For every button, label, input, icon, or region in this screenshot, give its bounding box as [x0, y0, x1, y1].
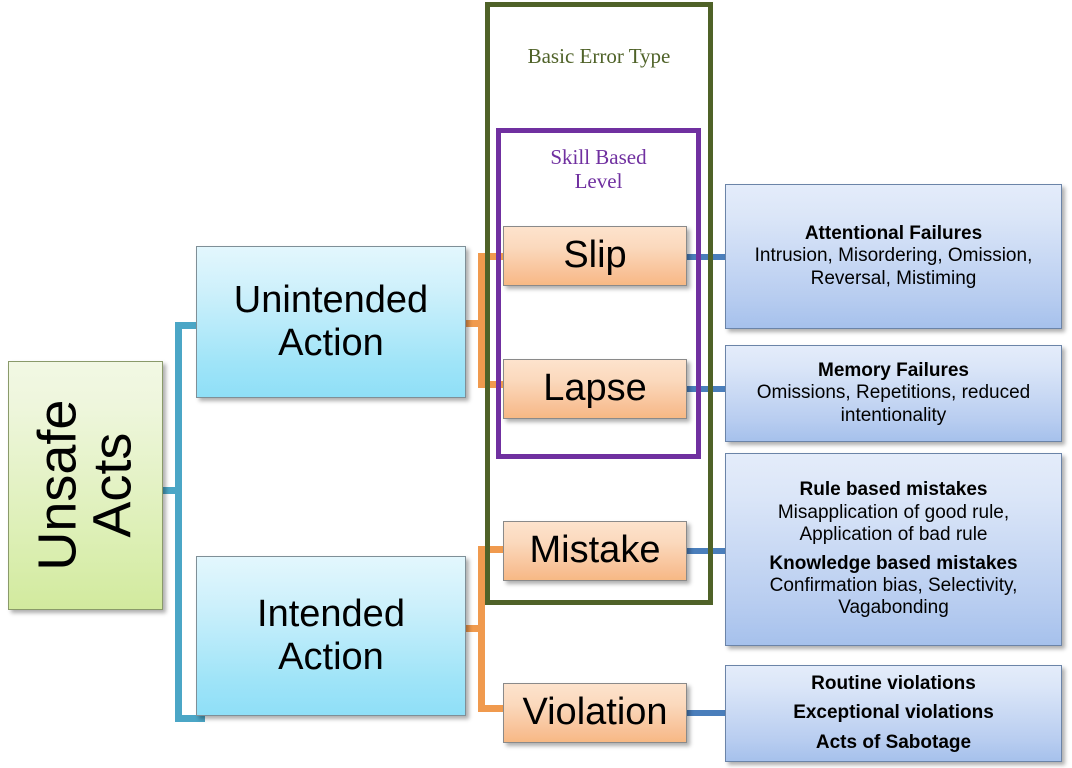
- connector-slip-to-attentional: [684, 254, 726, 260]
- node-memory-failures[interactable]: Memory Failures Omissions, Repetitions, …: [725, 345, 1062, 442]
- node-mistake-details[interactable]: Rule based mistakes Misapplication of go…: [725, 453, 1062, 646]
- detail-line: Routine violations: [811, 672, 976, 694]
- connector-root-to-intended: [175, 715, 205, 722]
- connector-intended-stem: [462, 625, 484, 632]
- detail-heading: Knowledge based mistakes: [769, 552, 1018, 574]
- node-unintended-action[interactable]: Unintended Action: [196, 246, 466, 398]
- detail-body: Omissions, Repetitions, reduced intentio…: [756, 382, 1031, 426]
- frame-skill-based-level-label: Skill Based Level: [550, 145, 647, 194]
- connector-root-stem: [160, 487, 182, 494]
- frame-skill-based-level: [496, 128, 701, 459]
- detail-heading: Attentional Failures: [804, 222, 983, 244]
- node-unsafe-acts-label: Unsafe Acts: [27, 399, 143, 572]
- node-violation-details[interactable]: Routine violations Exceptional violation…: [725, 665, 1062, 762]
- frame-basic-error-type: [485, 2, 713, 605]
- connector-violation-to-details: [684, 710, 726, 716]
- node-mistake[interactable]: Mistake: [503, 521, 687, 581]
- detail-heading: Rule based mistakes: [799, 479, 988, 501]
- detail-body: Misapplication of good rule, Application…: [777, 501, 1010, 546]
- connector-intended-to-mistake: [478, 546, 506, 553]
- frame-basic-error-type-label: Basic Error Type: [527, 44, 671, 68]
- connector-lapse-to-memory: [684, 386, 726, 392]
- connector-root-to-unintended: [175, 322, 205, 329]
- connector-root-spine: [175, 322, 182, 722]
- connector-mistake-to-details: [684, 548, 726, 554]
- node-lapse[interactable]: Lapse: [503, 359, 687, 419]
- detail-line: Exceptional violations: [793, 702, 994, 724]
- detail-body: Confirmation bias, Selectivity, Vagabond…: [769, 574, 1018, 619]
- connector-unintended-stem: [462, 320, 484, 327]
- connector-unintended-spine: [478, 253, 485, 388]
- detail-body: Intrusion, Misordering, Omission, Revers…: [754, 245, 1033, 289]
- node-attentional-failures[interactable]: Attentional Failures Intrusion, Misorder…: [725, 184, 1062, 329]
- connector-unintended-to-lapse: [478, 381, 506, 388]
- node-violation[interactable]: Violation: [503, 683, 687, 743]
- detail-heading: Memory Failures: [818, 359, 969, 381]
- connector-intended-to-violation: [478, 705, 506, 712]
- node-slip[interactable]: Slip: [503, 226, 687, 286]
- connector-unintended-to-slip: [478, 253, 506, 260]
- detail-line: Acts of Sabotage: [815, 731, 972, 753]
- node-unsafe-acts[interactable]: Unsafe Acts: [8, 361, 163, 610]
- connector-intended-spine: [478, 546, 485, 712]
- node-intended-action[interactable]: Intended Action: [196, 556, 466, 716]
